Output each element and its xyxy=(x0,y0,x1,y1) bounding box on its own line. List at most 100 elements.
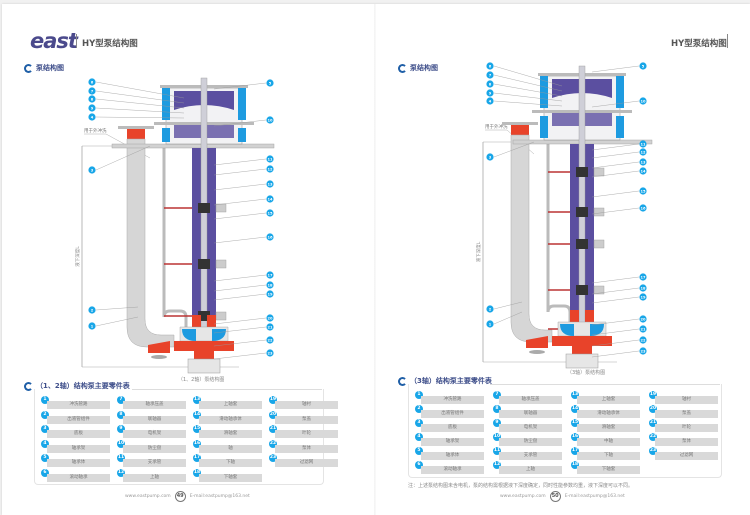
part-name: 下轴套 xyxy=(199,473,262,482)
callout-number: 17 xyxy=(640,275,646,279)
callout-badge-right xyxy=(266,165,274,173)
discharge-elbow xyxy=(148,341,170,353)
strainer xyxy=(565,353,599,369)
part-name: 电机架 xyxy=(499,424,562,432)
left-diagram-caption: （1、2轴）泵结构图 xyxy=(178,377,225,383)
part-number-badge: 6 xyxy=(41,468,49,477)
foot-valve xyxy=(529,350,545,354)
callout-number: 9 xyxy=(489,91,492,95)
part-number-badge: 20 xyxy=(649,405,657,413)
bracket-window xyxy=(238,128,246,142)
right-diagram-caption: （3轴）泵结构图 xyxy=(567,370,606,376)
discharge-outlet xyxy=(127,129,145,139)
part-number-badge: 4 xyxy=(415,433,423,441)
right-table-title-text: （3轴）结构泵主要零件表 xyxy=(410,377,492,385)
leader-line xyxy=(493,83,563,97)
leader-line xyxy=(591,170,640,178)
part-name: 下轴套 xyxy=(577,466,640,474)
part-name: 轴承体 xyxy=(421,452,484,460)
leader-line xyxy=(213,119,267,127)
part-name: 联轴器 xyxy=(123,415,186,424)
part-number-badge: 9 xyxy=(493,419,501,427)
callout-badge-left xyxy=(486,71,494,79)
callout-number: 12 xyxy=(640,150,646,154)
leader-line xyxy=(493,301,523,310)
part-name: 泵盖 xyxy=(275,415,338,424)
leader-line xyxy=(591,207,640,215)
footer-email[interactable]: E-mail:eastpump@163.net xyxy=(189,494,250,499)
callout-number: 2 xyxy=(489,307,492,311)
lower-bushing xyxy=(207,315,216,327)
pump-casing xyxy=(174,341,234,359)
part-name: 轴衬 xyxy=(655,396,718,404)
flush-label: 用于外冲洗 xyxy=(84,127,107,134)
pump-shaft xyxy=(578,65,586,339)
lower-bushing xyxy=(192,315,201,327)
base-plate xyxy=(111,143,275,149)
callout-badge-left xyxy=(88,306,96,314)
part-name: 泵体 xyxy=(655,438,718,446)
section-ring-icon xyxy=(24,63,33,73)
part-name: 冲洗管路 xyxy=(47,401,110,409)
callout-number: 14 xyxy=(267,197,273,201)
leader-line xyxy=(493,100,563,107)
callout-number: 4 xyxy=(91,115,94,119)
callout-number: 19 xyxy=(267,292,273,296)
part-name: 泵体 xyxy=(275,444,338,453)
callout-number: 5 xyxy=(269,81,272,85)
bearing-lug xyxy=(215,259,227,269)
callout-badge-right xyxy=(266,155,274,163)
cover-chamber xyxy=(590,324,604,336)
part-name: 滑动轴承体 xyxy=(577,410,640,418)
sleeve-bearing xyxy=(576,167,588,177)
leader-line xyxy=(493,65,563,87)
part-number-badge: 23 xyxy=(269,454,277,462)
callout-number: 21 xyxy=(267,325,273,329)
callout-number: 6 xyxy=(489,64,492,68)
callout-badge-right xyxy=(639,347,647,355)
part-number-badge: 5 xyxy=(415,447,423,455)
part-name: 轴承架 xyxy=(421,438,484,446)
footer-website[interactable]: www.eastpump.com xyxy=(125,494,171,499)
part-name: 滑轴套 xyxy=(577,424,640,432)
right-pump-diagram: 液下深度L用于外冲洗678943215101112131415161718192… xyxy=(475,62,653,369)
callout-badge-left xyxy=(88,322,96,330)
callout-number: 22 xyxy=(267,338,273,342)
callout-badge-right xyxy=(266,79,274,87)
right-section-title-text: 泵结构图 xyxy=(410,64,438,72)
leader-line xyxy=(213,293,267,301)
callout-number: 4 xyxy=(489,99,492,103)
part-name: 叶轮 xyxy=(275,430,338,438)
callout-badge-left xyxy=(88,87,96,95)
leader-line xyxy=(213,284,267,292)
callout-badge-right xyxy=(639,97,647,105)
sleeve-bearing xyxy=(198,311,210,321)
part-number-badge: 11 xyxy=(493,447,501,455)
callout-number: 15 xyxy=(640,189,646,193)
part-number-badge: 12 xyxy=(493,461,501,469)
part-name: 上轴 xyxy=(499,466,562,474)
bracket-window xyxy=(540,76,548,108)
footer-website[interactable]: www.eastpump.com xyxy=(500,494,546,499)
callout-number: 19 xyxy=(640,295,646,299)
bearing-lug xyxy=(593,207,605,217)
leader-line xyxy=(591,287,640,295)
callout-number: 22 xyxy=(640,338,646,342)
cover-chamber xyxy=(560,324,574,336)
leader-line xyxy=(591,350,640,358)
sleeve-bearing xyxy=(198,203,210,213)
footer-email[interactable]: E-mail:eastpump@163.net xyxy=(564,494,625,499)
callout-number: 20 xyxy=(267,316,273,320)
